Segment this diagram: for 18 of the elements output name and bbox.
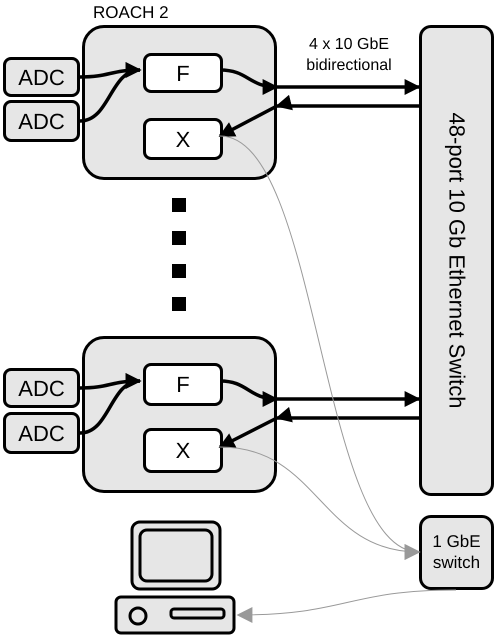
adc-box: ADC — [3, 57, 80, 97]
adc-box: ADC — [3, 368, 80, 408]
arrow — [236, 590, 456, 623]
arrow — [80, 64, 142, 123]
processing-block: X — [143, 118, 223, 160]
adc-box: ADC — [3, 412, 80, 454]
arrow — [80, 375, 142, 435]
processing-block: F — [143, 53, 223, 93]
arrow — [220, 446, 421, 559]
processing-block: X — [143, 428, 223, 473]
board-heading: ROACH 2 — [93, 2, 169, 24]
processing-block: F — [143, 363, 223, 406]
arrow — [218, 95, 419, 138]
adc-box: ADC — [3, 100, 80, 142]
board-box — [82, 336, 277, 493]
ethernet-switch-box: 48-port 10 Gb Ethernet Switch — [419, 25, 494, 496]
arrow — [218, 407, 419, 449]
switch-box: 1 GbE switch — [419, 515, 494, 590]
